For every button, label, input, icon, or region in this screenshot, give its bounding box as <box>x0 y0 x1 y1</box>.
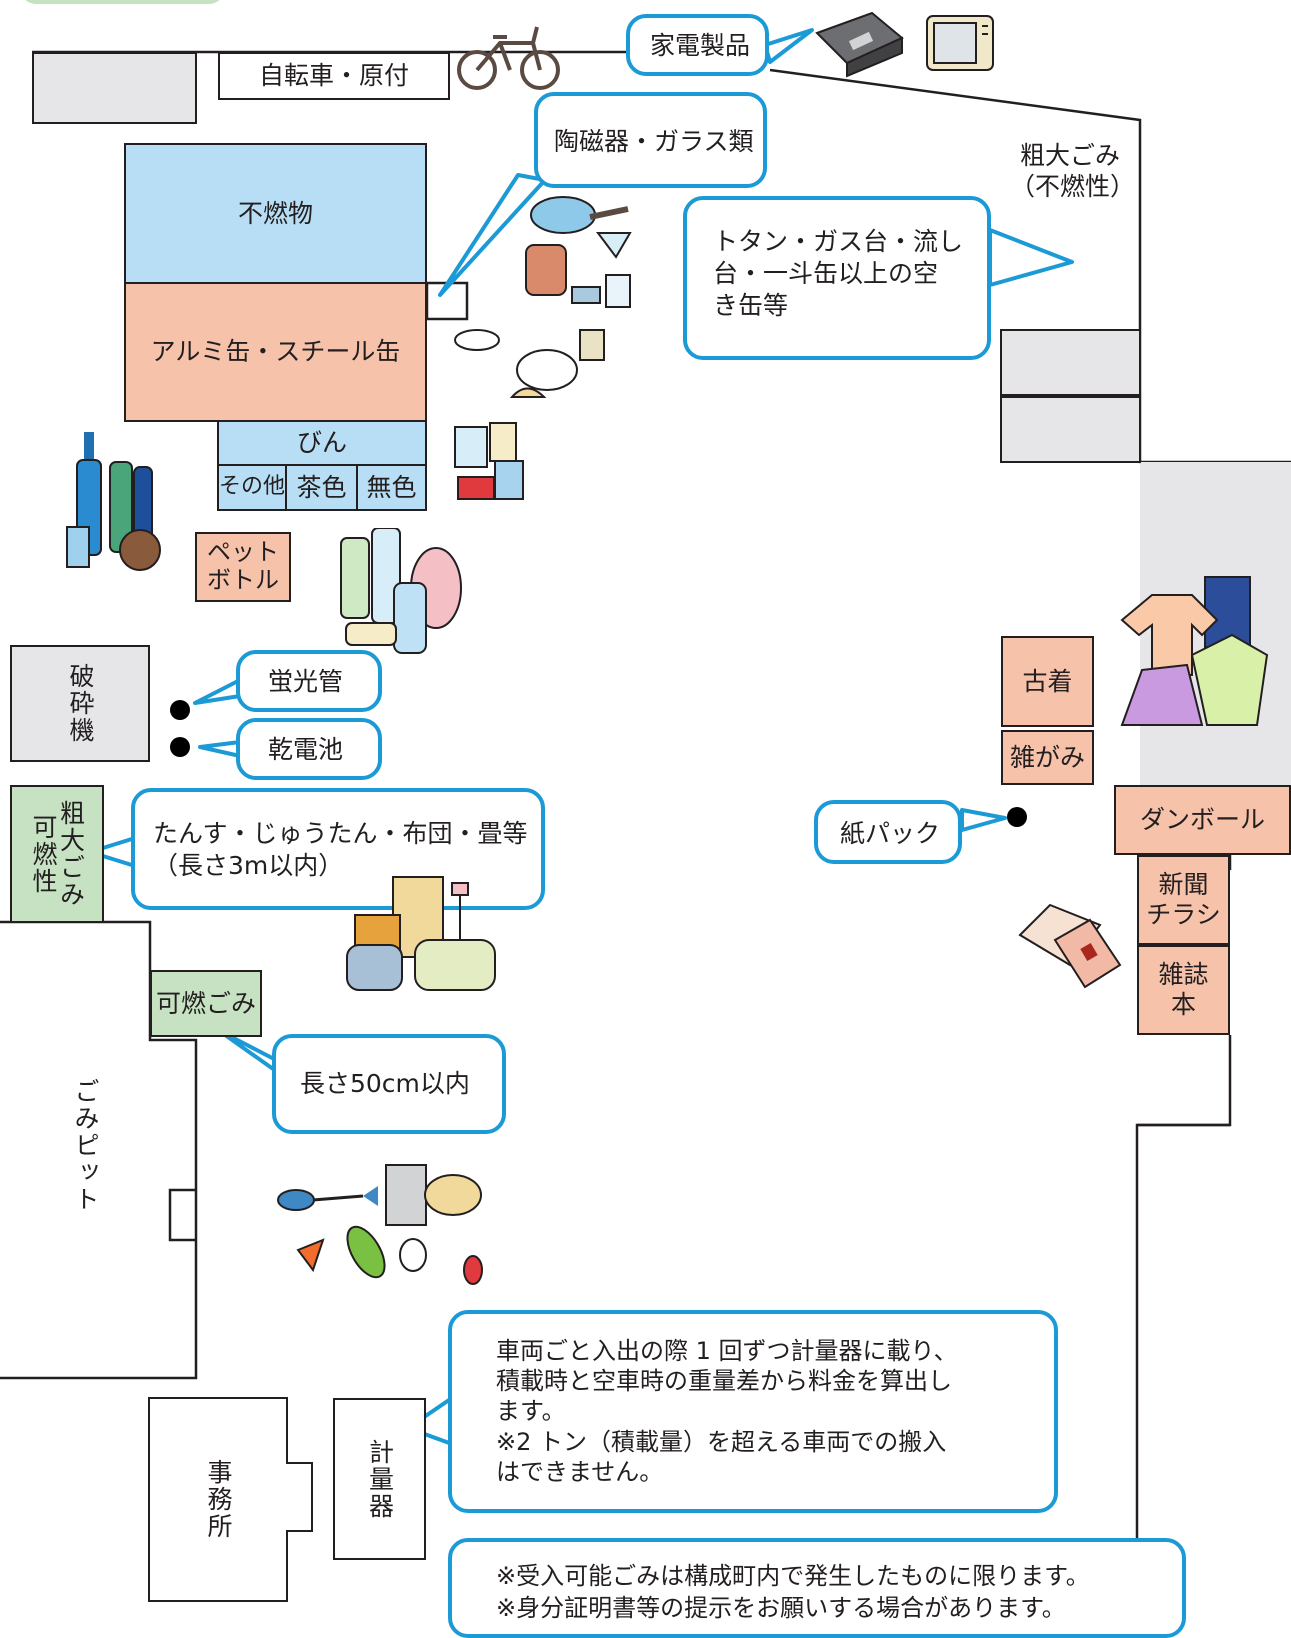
zone-storage-topleft <box>32 52 197 124</box>
furniture-icon <box>346 876 496 991</box>
old-clothes-icon <box>1120 576 1269 726</box>
zone-bottles-brown: 茶色 <box>285 464 358 511</box>
callout-paper-pack: 紙パック <box>814 800 962 864</box>
zone-bottles-clear: 無色 <box>356 464 427 511</box>
zone-newspaper: 新聞 チラシ <box>1137 855 1230 945</box>
callout-furniture: たんす・じゅうたん・布団・畳等 （長さ3m以内） <box>131 788 545 910</box>
dishes-teapot-icon <box>454 329 605 398</box>
callout-scale-note: 車両ごと入出の際 1 回ずつ計量器に載り、 積載時と空車時の重量差から料金を算出… <box>448 1310 1058 1513</box>
zone-crusher: 破砕機 <box>10 645 150 762</box>
zone-office-step <box>286 1462 313 1532</box>
zone-office: 事務所 <box>148 1397 288 1602</box>
magazines-icon <box>1018 903 1122 989</box>
zone-bottles: びん <box>217 420 427 466</box>
zone-combustible: 可燃ごみ <box>150 970 262 1037</box>
fluorescent-dropoff-dot <box>170 700 190 720</box>
pet-bottles-icon <box>340 528 462 654</box>
callout-fluorescent: 蛍光管 <box>236 650 382 712</box>
zone-non-combustible: 不燃物 <box>124 143 427 284</box>
callout-length-limit: 長さ50cm以内 <box>272 1034 506 1134</box>
zone-cans: アルミ缶・スチール缶 <box>124 282 427 422</box>
zone-bulky-combustible: 粗大ごみ 可燃性 <box>10 785 104 923</box>
zone-bottles-other: その他 <box>217 464 287 511</box>
bicycle-icon <box>457 26 560 90</box>
callout-metal-items: トタン・ガス台・流し 台・一斗缶以上の空 き缶等 <box>683 196 991 360</box>
zone-bulky-noncombustible: 粗大ごみ （不燃性） <box>1010 141 1136 202</box>
microwave-icon <box>926 15 994 71</box>
zone-pet-bottle: ペット ボトル <box>195 532 291 602</box>
zone-scale: 計量器 <box>333 1398 426 1560</box>
zone-misc-paper: 雑がみ <box>1001 730 1094 785</box>
zone-old-clothes: 古着 <box>1001 636 1094 727</box>
callout-ceramics: 陶磁器・ガラス類 <box>534 92 767 188</box>
zone-bicycle: 自転車・原付 <box>218 52 450 100</box>
callout-appliances: 家電製品 <box>626 14 769 76</box>
zone-garbage-pit: ごみピット <box>71 1077 100 1213</box>
glass-bottles-icon <box>66 432 161 571</box>
battery-dropoff-dot <box>170 737 190 757</box>
dvd-player-icon <box>815 11 904 78</box>
zone-magazines: 雑誌 本 <box>1137 945 1230 1035</box>
burnable-trash-icon <box>277 1164 483 1285</box>
zone-cardboard: ダンボール <box>1114 785 1291 855</box>
callout-batteries: 乾電池 <box>236 718 382 780</box>
cans-icon <box>454 422 524 500</box>
header-tab <box>20 0 225 4</box>
paper-pack-dropoff-dot <box>1007 807 1027 827</box>
glass-ceramics-icon <box>525 196 632 308</box>
callout-footer-note: ※受入可能ごみは構成町内で発生したものに限ります。 ※身分証明書等の提示をお願い… <box>448 1538 1186 1638</box>
